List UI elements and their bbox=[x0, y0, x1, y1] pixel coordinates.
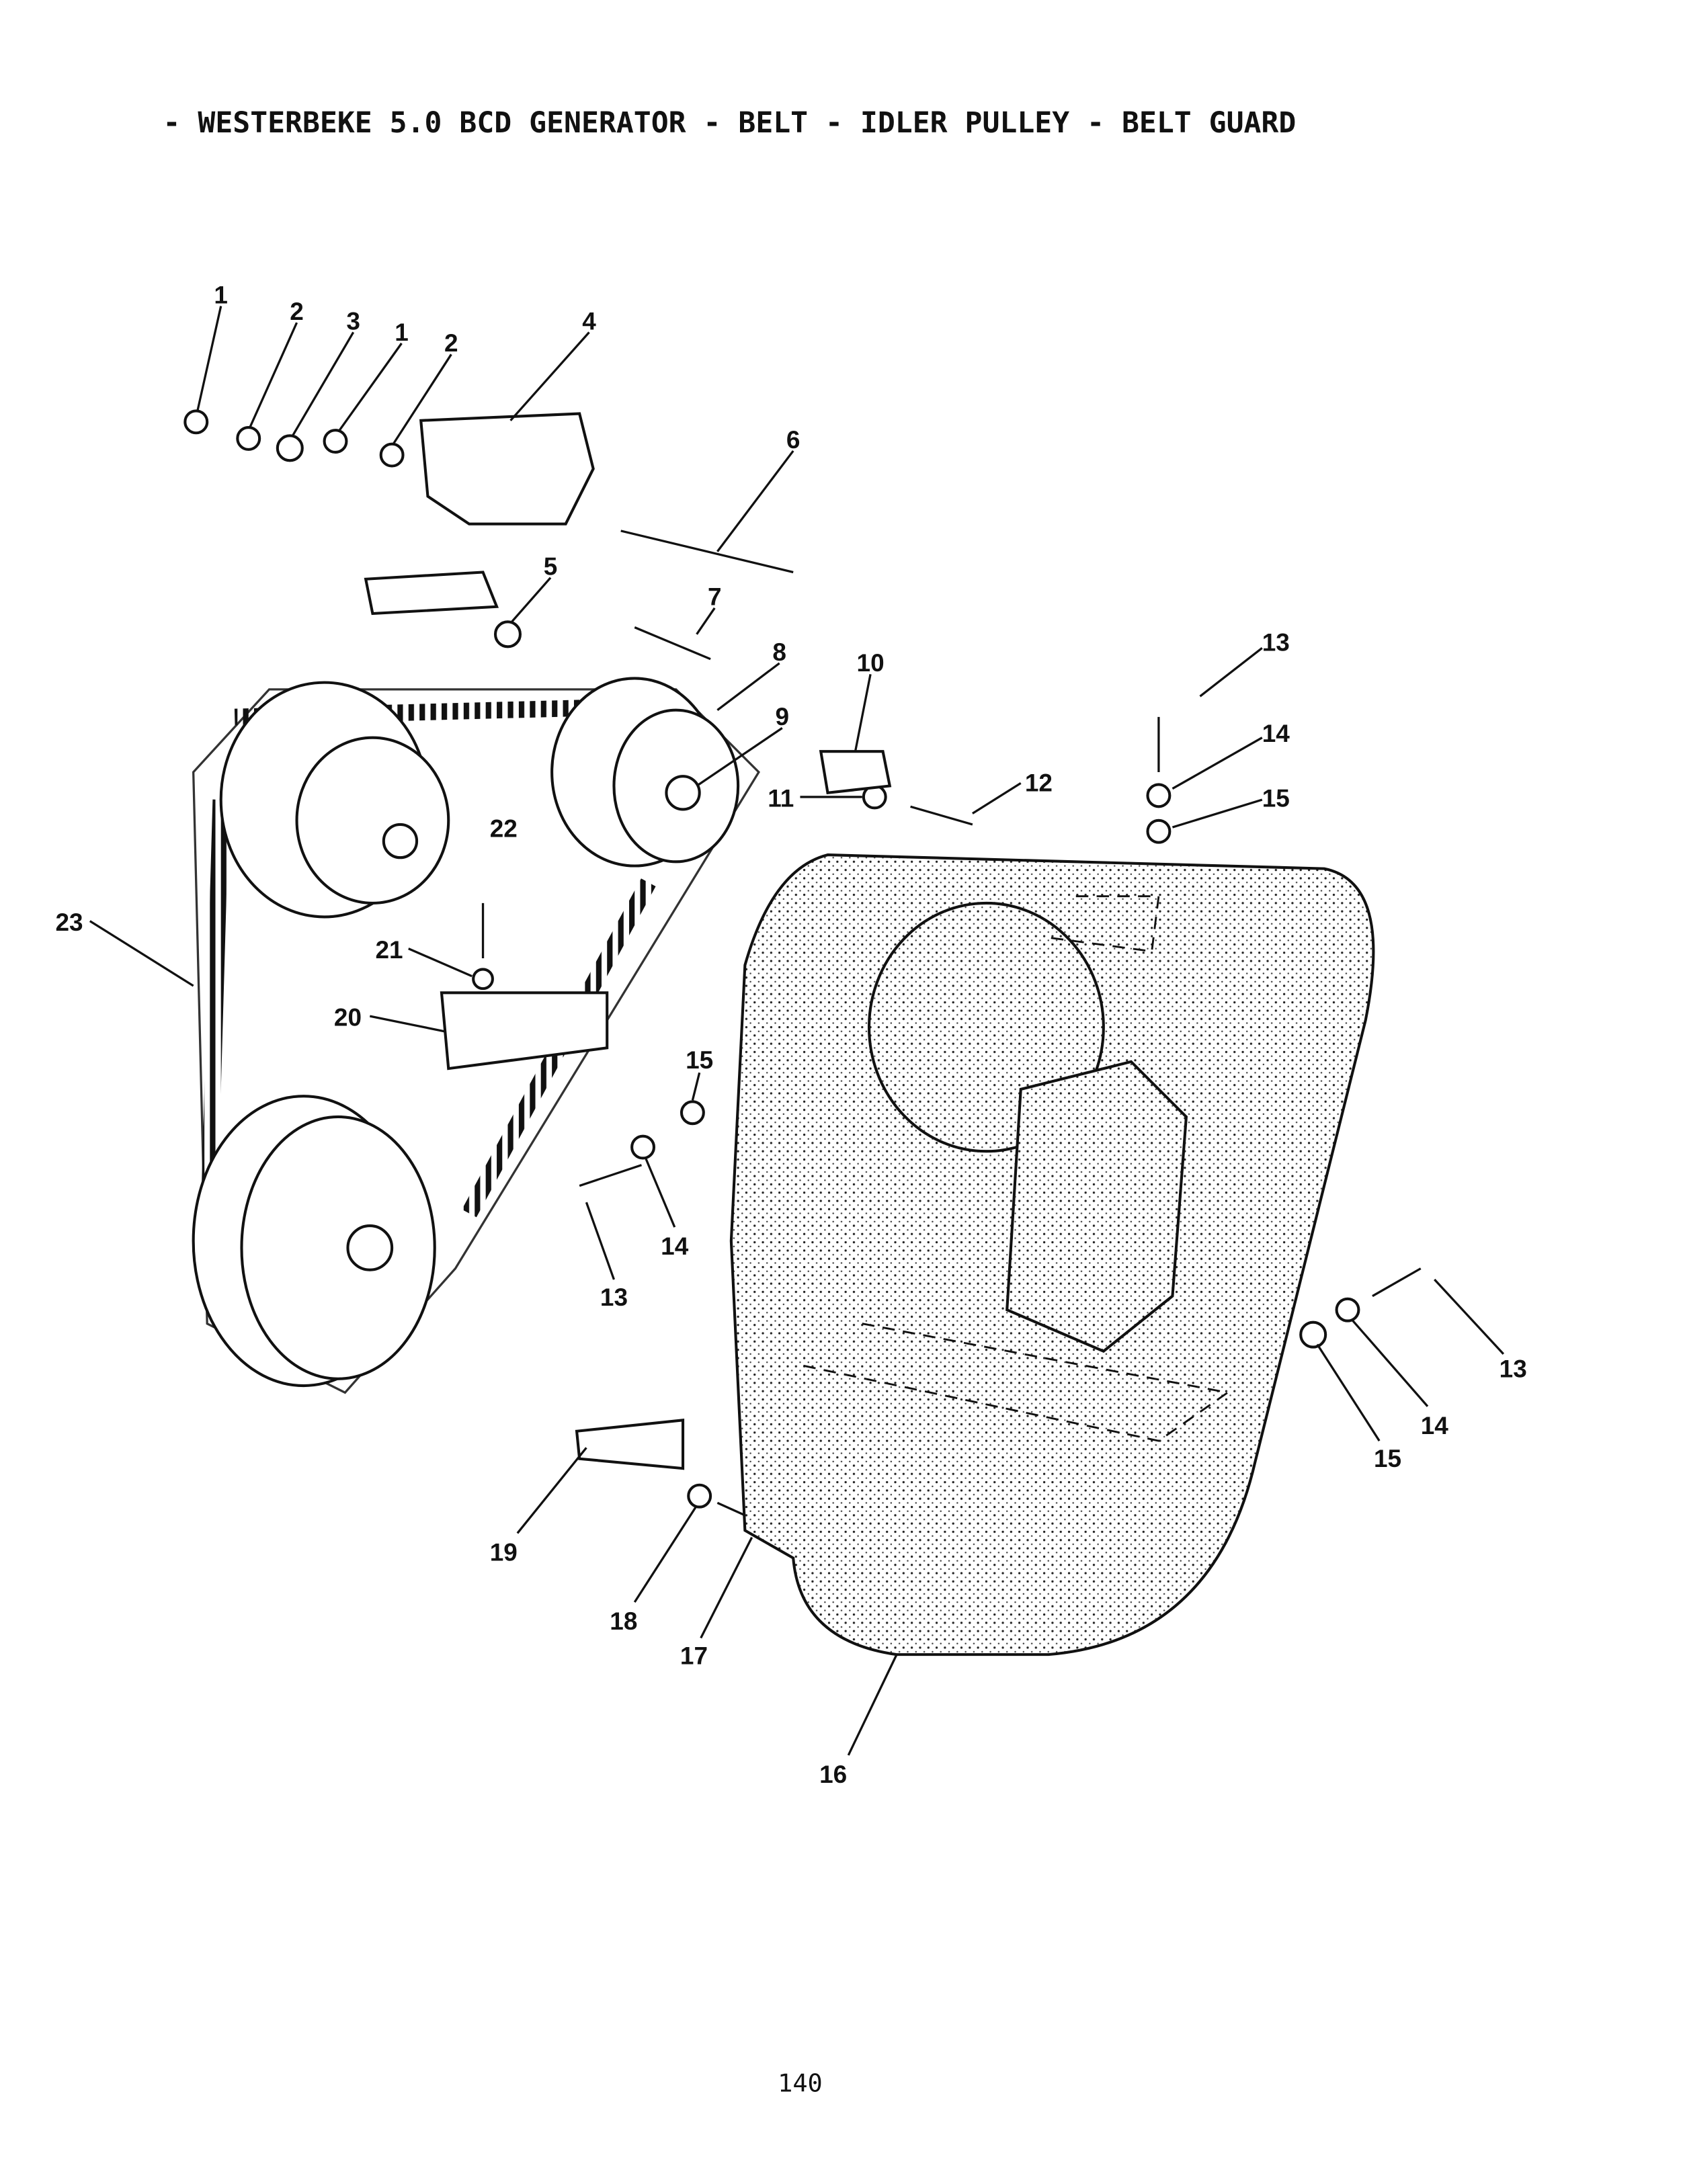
callout-14: 14 bbox=[661, 1232, 689, 1260]
page-title: - WESTERBEKE 5.0 BCD GENERATOR - BELT - … bbox=[163, 106, 1297, 140]
callout-21: 21 bbox=[375, 936, 403, 964]
callout-9: 9 bbox=[776, 703, 790, 730]
callout-18: 18 bbox=[610, 1607, 637, 1635]
callout-5: 5 bbox=[544, 553, 558, 581]
callout-2: 2 bbox=[290, 298, 304, 325]
callout-1: 1 bbox=[395, 319, 409, 346]
callout-12: 12 bbox=[1025, 769, 1053, 797]
callout-14: 14 bbox=[1421, 1412, 1449, 1439]
callout-13: 13 bbox=[1500, 1355, 1527, 1383]
idler-pulley bbox=[550, 677, 740, 868]
callout-22: 22 bbox=[490, 814, 518, 842]
callout-8: 8 bbox=[772, 638, 786, 666]
bolt-6 bbox=[620, 530, 794, 574]
idler-bracket bbox=[419, 412, 595, 526]
generator-pulley bbox=[192, 1095, 436, 1388]
callout-20: 20 bbox=[334, 1004, 362, 1032]
callout-3: 3 bbox=[346, 307, 360, 335]
bolt-7 bbox=[634, 626, 711, 661]
callout-14: 14 bbox=[1262, 720, 1290, 747]
callout-6: 6 bbox=[786, 426, 801, 454]
callout-10: 10 bbox=[857, 649, 885, 677]
bracket-arm bbox=[364, 571, 499, 616]
callout-15: 15 bbox=[1374, 1445, 1401, 1472]
callout-7: 7 bbox=[708, 583, 722, 611]
callout-15: 15 bbox=[1262, 784, 1290, 812]
callout-17: 17 bbox=[680, 1642, 708, 1669]
hardware bbox=[183, 409, 1422, 1529]
crank-pulley bbox=[219, 681, 450, 919]
callout-15: 15 bbox=[686, 1046, 713, 1074]
callout-4: 4 bbox=[582, 307, 596, 335]
callout-16: 16 bbox=[819, 1761, 847, 1788]
callout-2: 2 bbox=[444, 329, 458, 357]
callout-23: 23 bbox=[55, 909, 83, 936]
callout-13: 13 bbox=[600, 1284, 628, 1311]
callout-19: 19 bbox=[490, 1539, 518, 1566]
callout-13: 13 bbox=[1262, 628, 1290, 656]
callout-11: 11 bbox=[768, 784, 794, 812]
belt-guard bbox=[729, 853, 1375, 1656]
callout-1: 1 bbox=[214, 281, 228, 308]
page-number: 140 bbox=[778, 2069, 823, 2098]
leader-lines bbox=[89, 306, 1505, 1756]
